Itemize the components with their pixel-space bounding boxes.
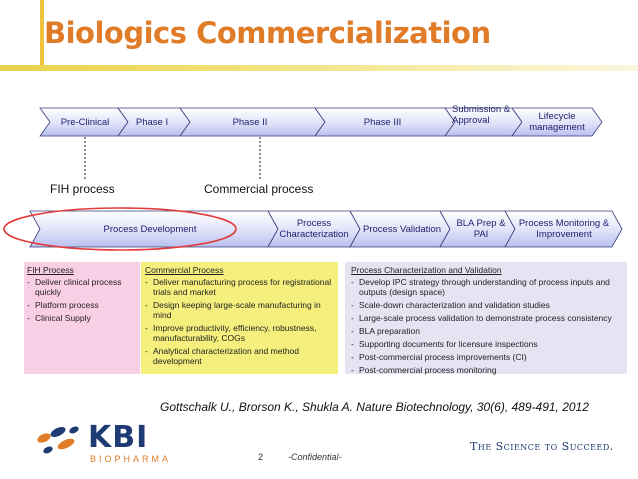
list-item: Scale-down characterization and validati…: [351, 300, 621, 310]
stage-process-characterization: Process Characterization: [279, 218, 349, 240]
title-accent-bar: [40, 0, 44, 66]
title-underline-stripe: [0, 65, 638, 71]
stage-process-validation: Process Validation: [363, 223, 441, 235]
process-connectors: [84, 137, 261, 181]
fih-box-heading: FIH Process: [27, 265, 74, 275]
logo-name: KBI: [88, 420, 149, 455]
commercial-box-heading: Commercial Process: [145, 265, 224, 275]
phase-lifecycle-management: Lifecycle management: [529, 111, 585, 133]
phase-i: Phase I: [135, 116, 169, 128]
list-item: Clinical Supply: [27, 313, 137, 323]
list-item: Platform process: [27, 300, 137, 310]
list-item: Design keeping large-scale manufacturing…: [145, 300, 334, 320]
kbi-logo: KBI BIOPHARMA: [32, 420, 182, 470]
list-item: Post-commercial process monitoring: [351, 365, 621, 375]
stage-process-development: Process Development: [103, 223, 197, 235]
citation: Gottschalk U., Brorson K., Shukla A. Nat…: [160, 400, 589, 414]
list-item: Develop IPC strategy through understandi…: [351, 277, 621, 297]
phase-arrow-6: [511, 107, 603, 137]
stage-process-monitoring: Process Monitoring & Improvement: [518, 218, 610, 240]
list-item: Supporting documents for licensure inspe…: [351, 339, 621, 349]
phase-timeline: [39, 107, 603, 137]
dev-arrow-5: [504, 210, 623, 248]
pcv-box-heading: Process Characterization and Validation: [351, 265, 502, 275]
list-item: Deliver clinical process quickly: [27, 277, 137, 297]
process-characterization-validation-box: Process Characterization and Validation …: [345, 262, 627, 375]
fih-process-label: FIH process: [50, 182, 115, 196]
phase-iii: Phase III: [363, 116, 402, 128]
page-number: 2: [258, 452, 264, 462]
page-title: Biologics Commercialization: [44, 16, 491, 50]
commercial-process-label: Commercial process: [204, 182, 314, 196]
list-item: Post-commercial process improvements (CI…: [351, 352, 621, 362]
development-stages: [3, 207, 623, 251]
list-item: Large-scale process validation to demons…: [351, 313, 621, 323]
phase-pre-clinical: Pre-Clinical: [60, 116, 110, 128]
list-item: Improve productivity, efficiency, robust…: [145, 323, 334, 343]
list-item: Analytical characterization and method d…: [145, 346, 334, 366]
commercial-process-box: Commercial Process Deliver manufacturing…: [141, 262, 338, 374]
list-item: BLA preparation: [351, 326, 621, 336]
phase-submission-approval: Submission & Approval: [452, 104, 511, 126]
stage-bla-prep-pai: BLA Prep & PAI: [456, 218, 506, 240]
logo-subtitle: BIOPHARMA: [90, 454, 172, 464]
phase-ii: Phase II: [232, 116, 268, 128]
confidential-label: -Confidential-: [288, 452, 342, 462]
fih-process-box: FIH Process Deliver clinical process qui…: [24, 262, 140, 374]
highlight-oval: [3, 207, 237, 251]
tagline: The Science to Succeed.: [470, 440, 614, 453]
list-item: Deliver manufacturing process for regist…: [145, 277, 334, 297]
molecule-icon: [37, 426, 79, 454]
